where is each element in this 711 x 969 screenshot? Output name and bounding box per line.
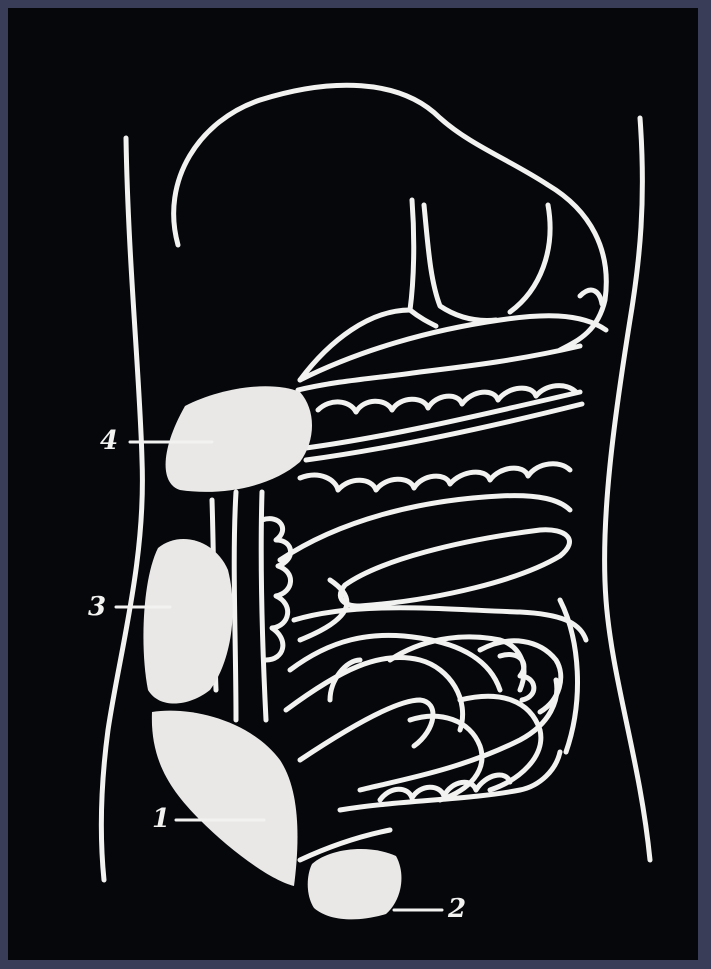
- small-intestine-loop-6: [286, 657, 463, 730]
- transverse-colon-mid-2: [306, 404, 582, 460]
- left-body-outline: [101, 138, 142, 880]
- region-2: [308, 849, 402, 919]
- right-body-outline: [605, 118, 650, 860]
- small-intestine-loop-7: [300, 700, 433, 760]
- region-4: [166, 386, 312, 492]
- ascending-colon-right: [261, 492, 266, 720]
- small-intestine-loop-2: [340, 530, 569, 606]
- ascending-colon-haustra: [262, 519, 291, 660]
- transverse-colon-upper: [298, 346, 580, 390]
- label-3: 3: [88, 594, 106, 620]
- label-4: 4: [100, 428, 118, 454]
- rib-far-right: [580, 290, 602, 304]
- label-1: 1: [152, 806, 170, 832]
- small-intestine-loop-8: [390, 637, 524, 690]
- region-1: [152, 711, 298, 886]
- transverse-colon-haustra-bottom: [300, 464, 570, 490]
- transverse-colon-haustra-top: [318, 386, 576, 412]
- xiphoid-line-2: [424, 205, 496, 320]
- small-intestine-loop-3: [294, 608, 586, 640]
- rib-right-arc: [510, 205, 550, 312]
- transverse-colon-mid-1: [306, 392, 580, 448]
- ascending-colon-left: [234, 492, 236, 720]
- small-intestine-loop-13: [500, 655, 534, 700]
- label-2: 2: [448, 896, 466, 922]
- region-3: [143, 539, 232, 704]
- small-intestine-loop-4: [290, 635, 500, 690]
- sigmoid-lower: [340, 752, 560, 810]
